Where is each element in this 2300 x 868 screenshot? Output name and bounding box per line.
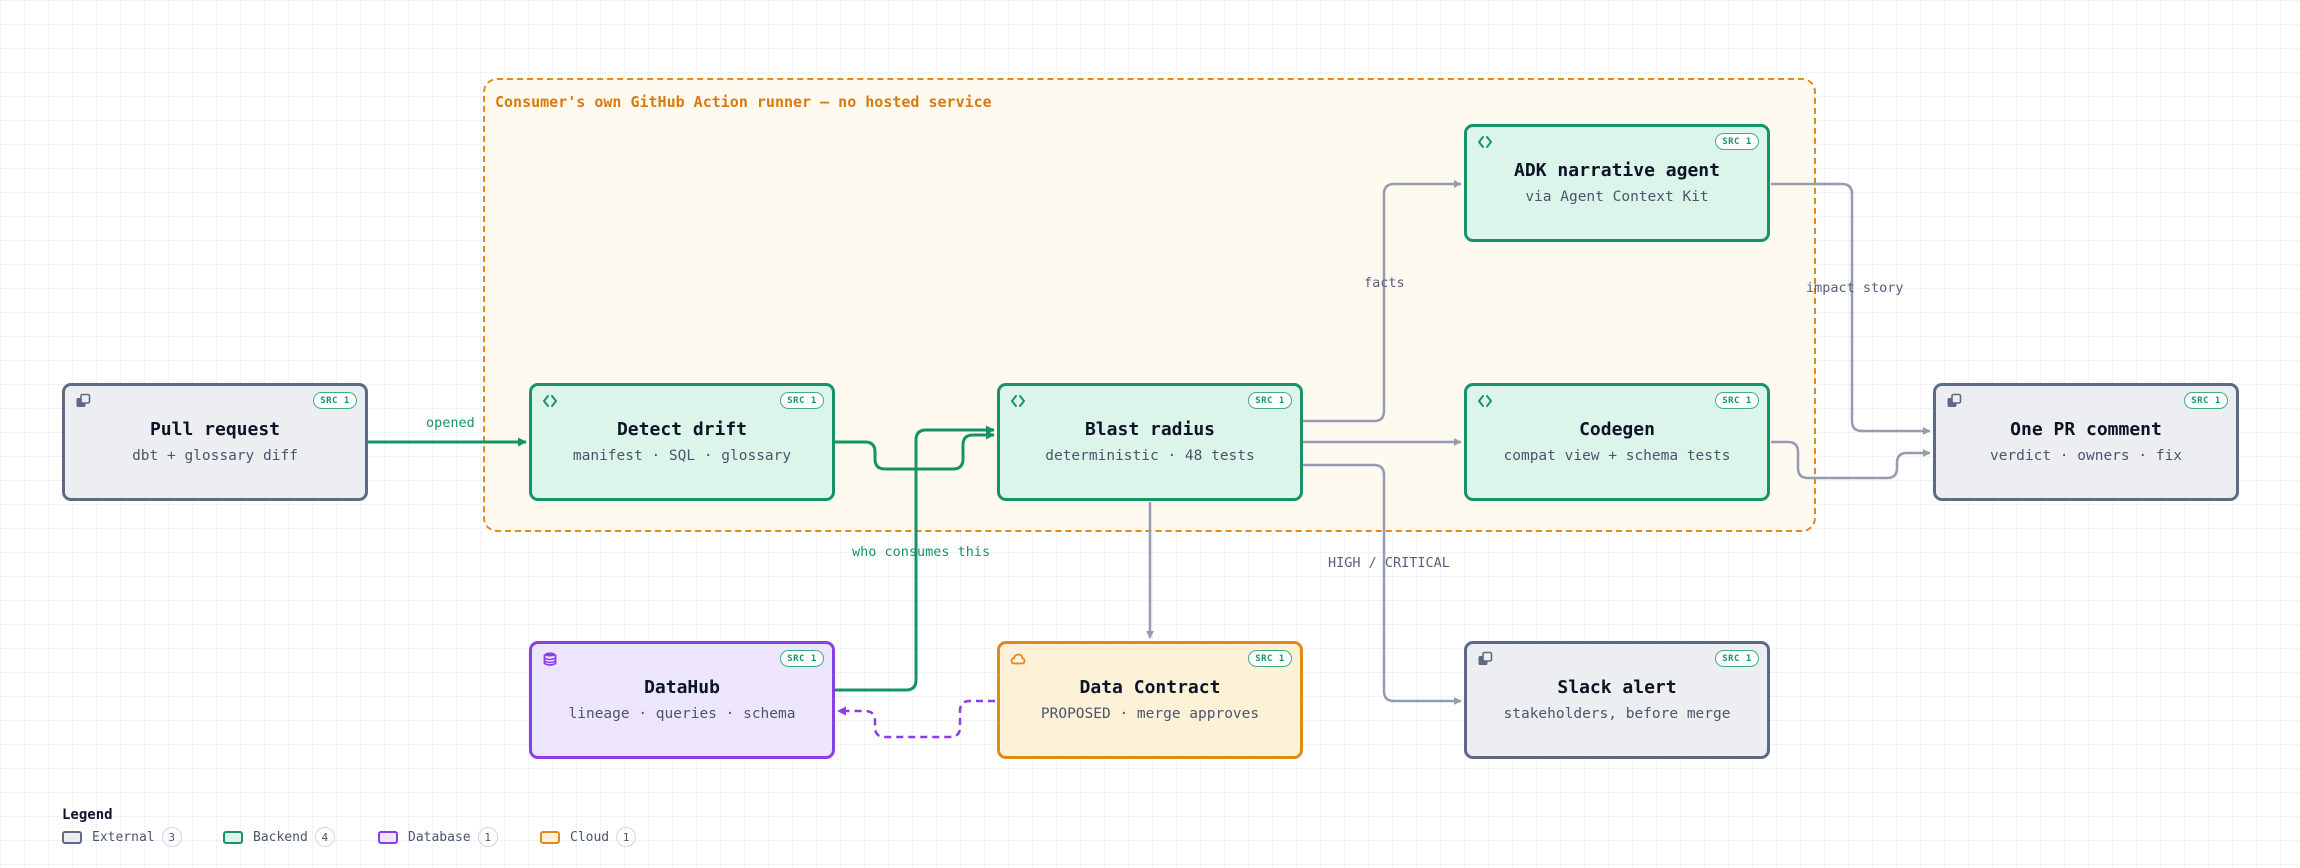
legend-label: External	[92, 829, 155, 845]
src-badge: SRC 1	[313, 392, 357, 409]
node-title: DataHub	[644, 677, 720, 698]
external-window-icon	[1947, 393, 1962, 407]
legend-label: Backend	[253, 829, 308, 845]
src-badge: SRC 1	[1715, 392, 1759, 409]
legend-item-database: Database 1	[378, 827, 498, 847]
edge-codegen-to-comment	[1771, 440, 1931, 480]
node-detect-drift[interactable]: SRC 1 Detect drift manifest · SQL · glos…	[529, 383, 835, 501]
node-codegen[interactable]: SRC 1 Codegen compat view + schema tests	[1464, 383, 1770, 501]
node-title: Slack alert	[1557, 677, 1677, 698]
node-pull-request[interactable]: SRC 1 Pull request dbt + glossary diff	[62, 383, 368, 501]
edge-label-opened: opened	[426, 415, 475, 431]
src-badge: SRC 1	[780, 650, 824, 667]
code-brackets-icon	[543, 395, 557, 407]
node-subtitle: lineage · queries · schema	[568, 706, 796, 722]
node-subtitle: via Agent Context Kit	[1525, 189, 1709, 205]
legend-label: Cloud	[570, 829, 610, 845]
node-blast-radius[interactable]: SRC 1 Blast radius deterministic · 48 te…	[997, 383, 1303, 501]
src-badge: SRC 1	[2184, 392, 2228, 409]
legend-swatch	[540, 830, 560, 844]
edge-datahub-to-blast	[835, 425, 995, 692]
legend-item-external: External 3	[62, 827, 182, 847]
node-slack-alert[interactable]: SRC 1 Slack alert stakeholders, before m…	[1464, 641, 1770, 759]
src-badge: SRC 1	[1248, 650, 1292, 667]
edge-adk-to-comment	[1771, 182, 1931, 435]
node-title: Pull request	[149, 419, 281, 440]
node-adk-narrative-agent[interactable]: SRC 1 ADK narrative agent via Agent Cont…	[1464, 124, 1770, 242]
src-badge: SRC 1	[1248, 392, 1292, 409]
runner-group-label: Consumer's own GitHub Action runner — no…	[495, 93, 992, 111]
legend-swatch	[62, 830, 82, 844]
legend-swatch	[223, 830, 243, 844]
cloud-icon	[1010, 653, 1026, 665]
code-brackets-icon	[1011, 395, 1025, 407]
legend-swatch	[378, 830, 398, 844]
node-subtitle: PROPOSED · merge approves	[1040, 706, 1260, 722]
legend-item-backend: Backend 4	[223, 827, 335, 847]
node-subtitle: compat view + schema tests	[1503, 448, 1731, 464]
legend-count: 1	[477, 827, 498, 847]
legend-count: 3	[161, 827, 182, 847]
node-subtitle: manifest · SQL · glossary	[572, 448, 792, 464]
src-badge: SRC 1	[1715, 133, 1759, 150]
edge-label-who-consumes: who consumes this	[852, 544, 991, 560]
legend-title: Legend	[62, 807, 113, 823]
legend-count: 1	[616, 827, 637, 847]
external-window-icon	[76, 393, 91, 407]
src-badge: SRC 1	[1715, 650, 1759, 667]
edge-blast-to-slack	[1303, 463, 1462, 705]
edge-drift-to-blast	[835, 430, 995, 471]
external-window-icon	[1478, 651, 1493, 665]
node-subtitle: verdict · owners · fix	[1989, 448, 2183, 464]
legend-count: 4	[314, 827, 335, 847]
node-title: Data Contract	[1079, 677, 1221, 698]
edge-label-impact-story: impact story	[1806, 280, 1904, 296]
database-icon	[543, 652, 557, 666]
src-badge: SRC 1	[780, 392, 824, 409]
node-title: Blast radius	[1084, 419, 1216, 440]
legend-item-cloud: Cloud 1	[540, 827, 637, 847]
edge-label-facts: facts	[1364, 275, 1405, 291]
edge-contract-to-datahub	[837, 699, 995, 739]
node-title: Detect drift	[616, 419, 748, 440]
node-title: One PR comment	[2010, 419, 2162, 440]
edge-blast-to-adk	[1303, 180, 1462, 423]
node-data-contract[interactable]: SRC 1 Data Contract PROPOSED · merge app…	[997, 641, 1303, 759]
node-subtitle: deterministic · 48 tests	[1045, 448, 1255, 464]
node-datahub[interactable]: SRC 1 DataHub lineage · queries · schema	[529, 641, 835, 759]
node-pr-comment[interactable]: SRC 1 One PR comment verdict · owners · …	[1933, 383, 2239, 501]
edge-label-high-critical: HIGH / CRITICAL	[1328, 555, 1450, 571]
node-title: ADK narrative agent	[1514, 160, 1720, 181]
code-brackets-icon	[1478, 136, 1492, 148]
legend-label: Database	[408, 829, 471, 845]
node-subtitle: stakeholders, before merge	[1503, 706, 1731, 722]
node-subtitle: dbt + glossary diff	[132, 448, 298, 464]
code-brackets-icon	[1478, 395, 1492, 407]
node-title: Codegen	[1579, 419, 1655, 440]
